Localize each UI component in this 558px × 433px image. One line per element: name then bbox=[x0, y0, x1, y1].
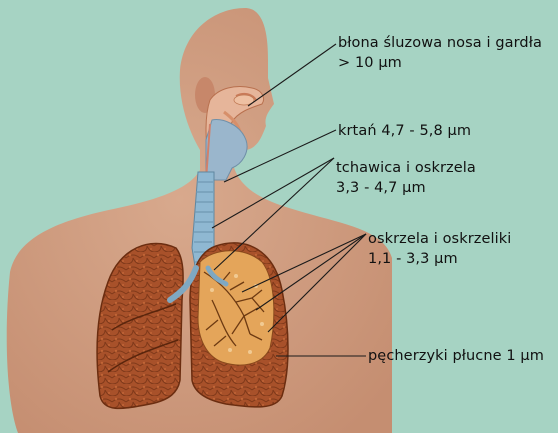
label-larynx-line1: krtań 4,7 - 5,8 μm bbox=[338, 121, 471, 141]
label-alveoli-line1: pęcherzyki płucne 1 μm bbox=[368, 346, 544, 366]
label-nose-throat-line2: > 10 μm bbox=[338, 53, 542, 73]
label-trachea-line2: 3,3 - 4,7 μm bbox=[336, 178, 476, 198]
label-alveoli: pęcherzyki płucne 1 μm bbox=[368, 346, 544, 366]
label-trachea-line1: tchawica i oskrzela bbox=[336, 158, 476, 178]
label-bronchioles: oskrzela i oskrzeliki 1,1 - 3,3 μm bbox=[368, 229, 511, 269]
label-nose-throat: błona śluzowa nosa i gardła > 10 μm bbox=[338, 33, 542, 73]
label-nose-throat-line1: błona śluzowa nosa i gardła bbox=[338, 33, 542, 53]
label-bronchioles-line1: oskrzela i oskrzeliki bbox=[368, 229, 511, 249]
label-trachea: tchawica i oskrzela 3,3 - 4,7 μm bbox=[336, 158, 476, 198]
label-larynx: krtań 4,7 - 5,8 μm bbox=[338, 121, 471, 141]
label-bronchioles-line2: 1,1 - 3,3 μm bbox=[368, 249, 511, 269]
